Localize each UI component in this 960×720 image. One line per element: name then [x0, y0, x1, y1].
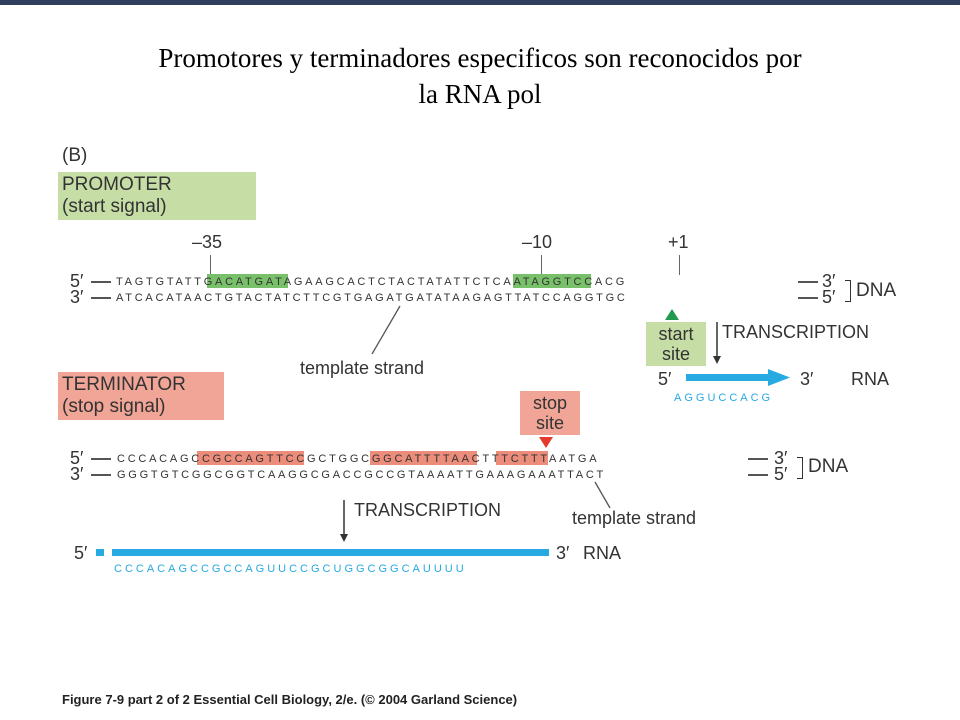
template-strand-pointer-terminator: [594, 481, 611, 509]
promoter-label: PROMOTER (start signal): [58, 172, 256, 220]
terminator-top-strand: CCCACAGCCGCCAGTTCCGCTGGCGGCATTTTAACTTTCT…: [117, 453, 599, 465]
title-line-2: la RNA pol: [418, 79, 542, 109]
prime-3-promoter-top: 3′: [822, 271, 836, 291]
prime-5-terminator-top: 5′: [70, 448, 84, 468]
seq-segment: A: [405, 453, 415, 465]
dash: [798, 281, 818, 283]
dash: [91, 281, 111, 283]
dash: [91, 297, 111, 299]
terminator-label: TERMINATOR (stop signal): [58, 372, 224, 420]
seq-segment: TGATAGAAGCACTCTAC: [245, 276, 418, 288]
seq-box-minus35: TTGACA: [184, 276, 246, 288]
panel-label: (B): [62, 145, 88, 166]
box-minus35-highlight: [207, 274, 288, 288]
dna-label-terminator: DNA: [808, 456, 849, 477]
gc-box-2-highlight: [370, 451, 477, 465]
prime-5-promoter-bottom: 5′: [822, 287, 836, 307]
seq-segment: TTCCG: [266, 453, 319, 465]
seq-segment: AACTTTCTTTAATGA: [451, 453, 600, 465]
position-plus1: +1: [668, 232, 689, 252]
promoter-bottom-strand: ATCACATAACTGTACTATCTTCGTGAGATGATATAAGAGT…: [116, 292, 628, 304]
prime-5-terminator-bottom: 5′: [774, 464, 788, 484]
dash: [798, 297, 818, 299]
gc-box-1-highlight: [197, 451, 304, 465]
template-strand-label-terminator: template strand: [572, 508, 697, 528]
seq-segment: CCCACA: [117, 453, 180, 465]
template-strand-label-promoter: template strand: [300, 358, 425, 378]
seq-gc-box-1: GCCGCCAG: [179, 453, 267, 465]
title-line-1: Promotores y terminadores especificos so…: [158, 43, 802, 73]
stop-site-label: stop site: [520, 391, 580, 435]
prime-3-terminator-bottom: 3′: [70, 464, 84, 484]
rna-bar-terminator-cap: [96, 549, 104, 556]
rna-arrowhead-promoter: [768, 369, 790, 386]
rna-sequence-terminator: CCCACAGCCGCCAGUUCCGCUGGCGGCAUUUU: [114, 563, 467, 575]
figure-caption: Figure 7-9 part 2 of 2 Essential Cell Bi…: [62, 692, 518, 707]
seq-segment: CTCAATAGGTCCACG: [472, 276, 628, 288]
template-strand-pointer-promoter: [371, 305, 401, 355]
prime-3-promoter-bottom: 3′: [70, 287, 84, 307]
seq-segment: TAGTGTA: [116, 276, 185, 288]
prime-3-rna-terminator: 3′: [556, 543, 570, 563]
rna-label-terminator: RNA: [583, 543, 622, 563]
start-site-triangle: [665, 309, 679, 320]
rna-sequence-promoter: AGGUCCACG: [674, 392, 774, 404]
prime-5-rna-promoter: 5′: [658, 369, 672, 389]
transcription-label-promoter: TRANSCRIPTION: [722, 322, 870, 342]
tick-minus10: [541, 255, 543, 275]
t-run-highlight: [496, 451, 548, 465]
dash: [748, 474, 768, 476]
start-site-label: start site: [646, 322, 706, 366]
slide-title: Promotores y terminadores especificos so…: [60, 40, 900, 112]
terminator-bottom-strand: GGGTGTCGGCGGTCAAGGCGACCGCCGTAAAATTGAAAGA…: [117, 469, 607, 481]
transcription-arrowhead-promoter: [713, 356, 721, 364]
tick-minus35: [210, 255, 212, 275]
seq-t-run: TTTT: [414, 453, 452, 465]
rna-label-promoter: RNA: [851, 369, 890, 389]
prime-5-rna-terminator: 5′: [74, 543, 88, 563]
rna-bar-promoter: [686, 374, 770, 381]
transcription-label-terminator: TRANSCRIPTION: [354, 500, 502, 520]
stop-site-triangle: [539, 437, 553, 448]
dna-bracket: [797, 457, 803, 479]
promoter-top-strand: TAGTGTATTGACATGATAGAAGCACTCTACTATATTCTCA…: [116, 276, 627, 288]
dna-bracket: [845, 280, 851, 302]
prime-3-rna-promoter: 3′: [800, 369, 814, 389]
seq-gc-box-2: CTGGCGGC: [318, 453, 406, 465]
top-bar: [0, 0, 960, 5]
position-minus35: –35: [192, 232, 223, 252]
box-minus10-highlight: [513, 274, 591, 288]
seq-box-minus10: TATATT: [417, 276, 473, 288]
dash: [91, 474, 111, 476]
transcription-arrowhead-terminator: [340, 534, 348, 542]
prime-3-terminator-top: 3′: [774, 448, 788, 468]
rna-bar-terminator: [112, 549, 549, 556]
dash: [748, 458, 768, 460]
tick-plus1: [679, 255, 681, 275]
prime-5-promoter-top: 5′: [70, 271, 84, 291]
dash: [91, 458, 111, 460]
dna-label-promoter: DNA: [856, 280, 897, 301]
position-minus10: –10: [522, 232, 553, 252]
